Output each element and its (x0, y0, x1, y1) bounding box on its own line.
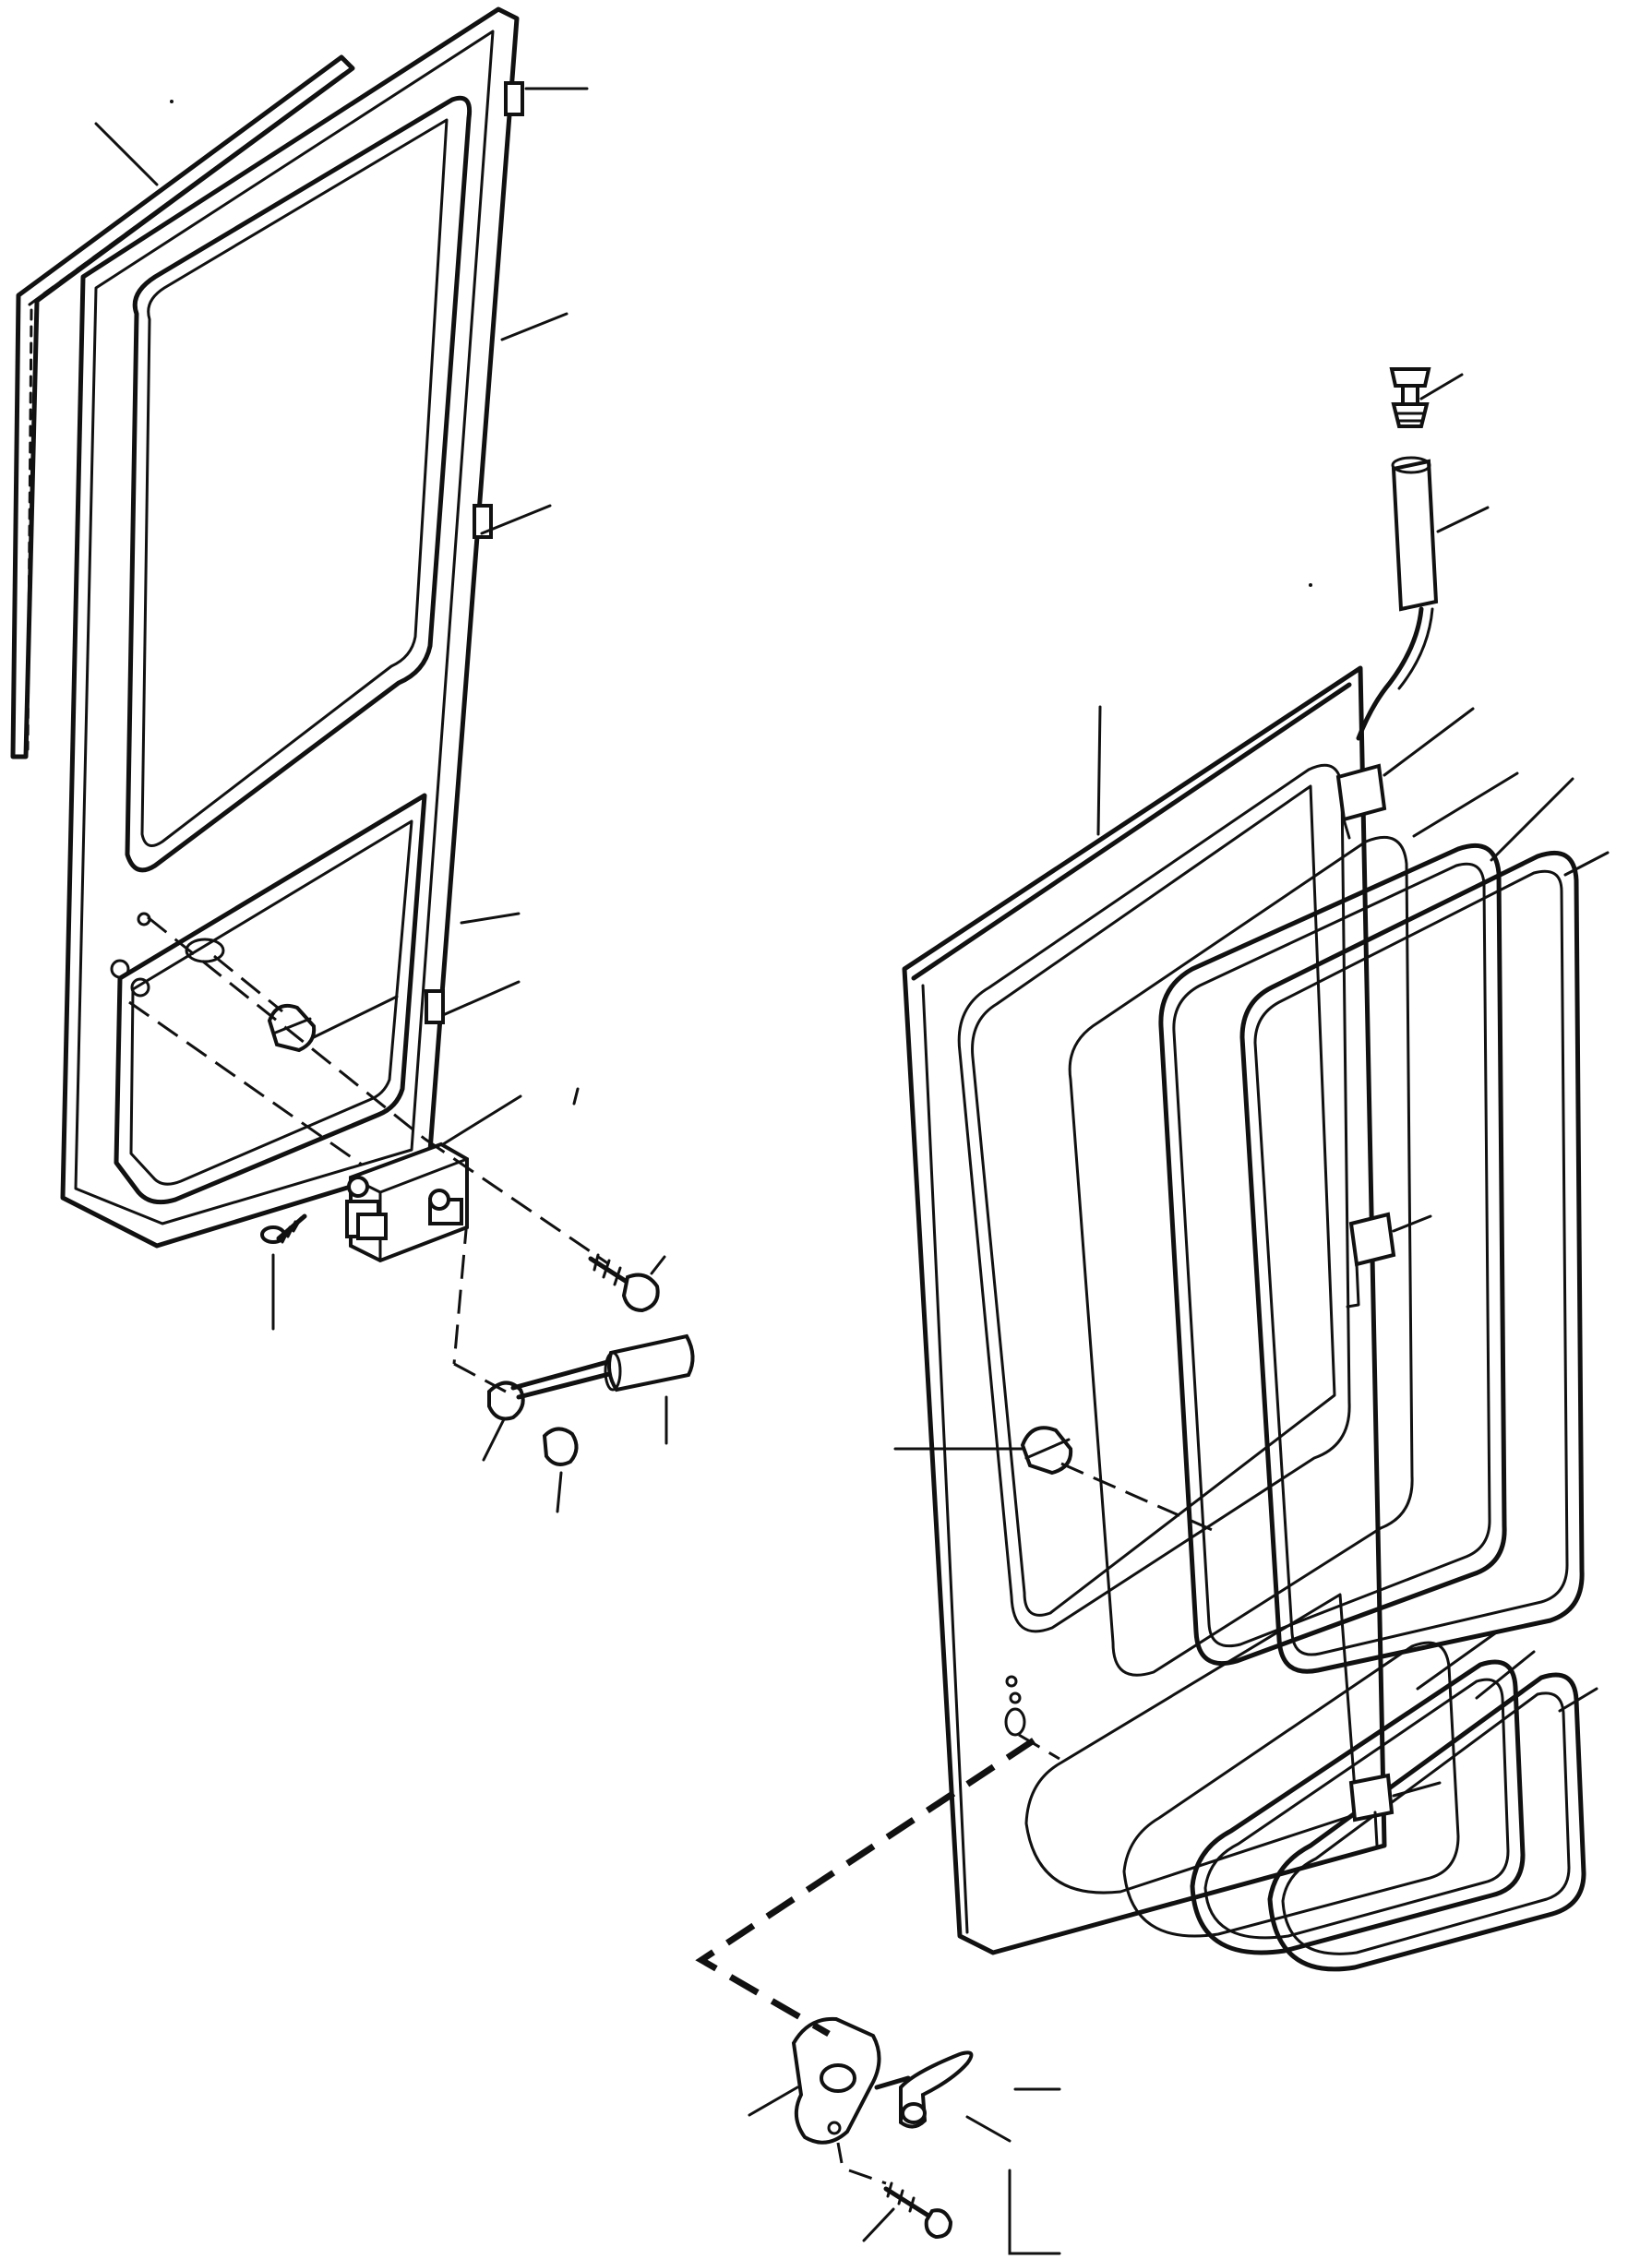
screw-right (883, 2181, 953, 2240)
screw-left (260, 1213, 307, 1244)
latch-clip-right (1020, 1426, 1073, 1476)
speck-1 (170, 100, 174, 103)
lower-gasket-2 (1190, 1659, 1526, 1955)
inside-handle (791, 2016, 974, 2145)
glass-panel-1 (957, 763, 1351, 1633)
hinge-plate-lower (1348, 1773, 1395, 1847)
hinge-bottom (425, 989, 445, 1024)
assembly-guide-lines-left (128, 915, 610, 1393)
grease-fitting (1389, 367, 1431, 428)
door-frame (60, 6, 524, 1249)
glass-gasket-1 (1158, 843, 1507, 1667)
leader-lines-left (94, 87, 668, 1513)
glass-panel-2 (1068, 836, 1414, 1677)
leader-lines-right (748, 373, 1610, 2255)
speck-2 (1309, 583, 1312, 587)
hinge-plate-middle (1346, 1212, 1396, 1309)
latch-clip (267, 1003, 317, 1053)
lower-gasket-3 (1267, 1672, 1586, 1972)
hinge-middle (473, 504, 493, 539)
hinge-plate-upper (1335, 763, 1387, 840)
door-panel (902, 665, 1387, 1955)
hinge-pin (1356, 456, 1439, 741)
weatherstrip-seal (10, 54, 355, 759)
hinge-top (504, 81, 524, 116)
glass-gasket-2 (1239, 850, 1585, 1674)
handle-rod-assembly (487, 1333, 695, 1466)
lower-gasket-1 (1122, 1641, 1460, 1938)
bolt (588, 1253, 660, 1313)
speck-3 (572, 1087, 580, 1106)
assembly-guide-lines-right (695, 1462, 1217, 2185)
lock-block (345, 1141, 469, 1263)
